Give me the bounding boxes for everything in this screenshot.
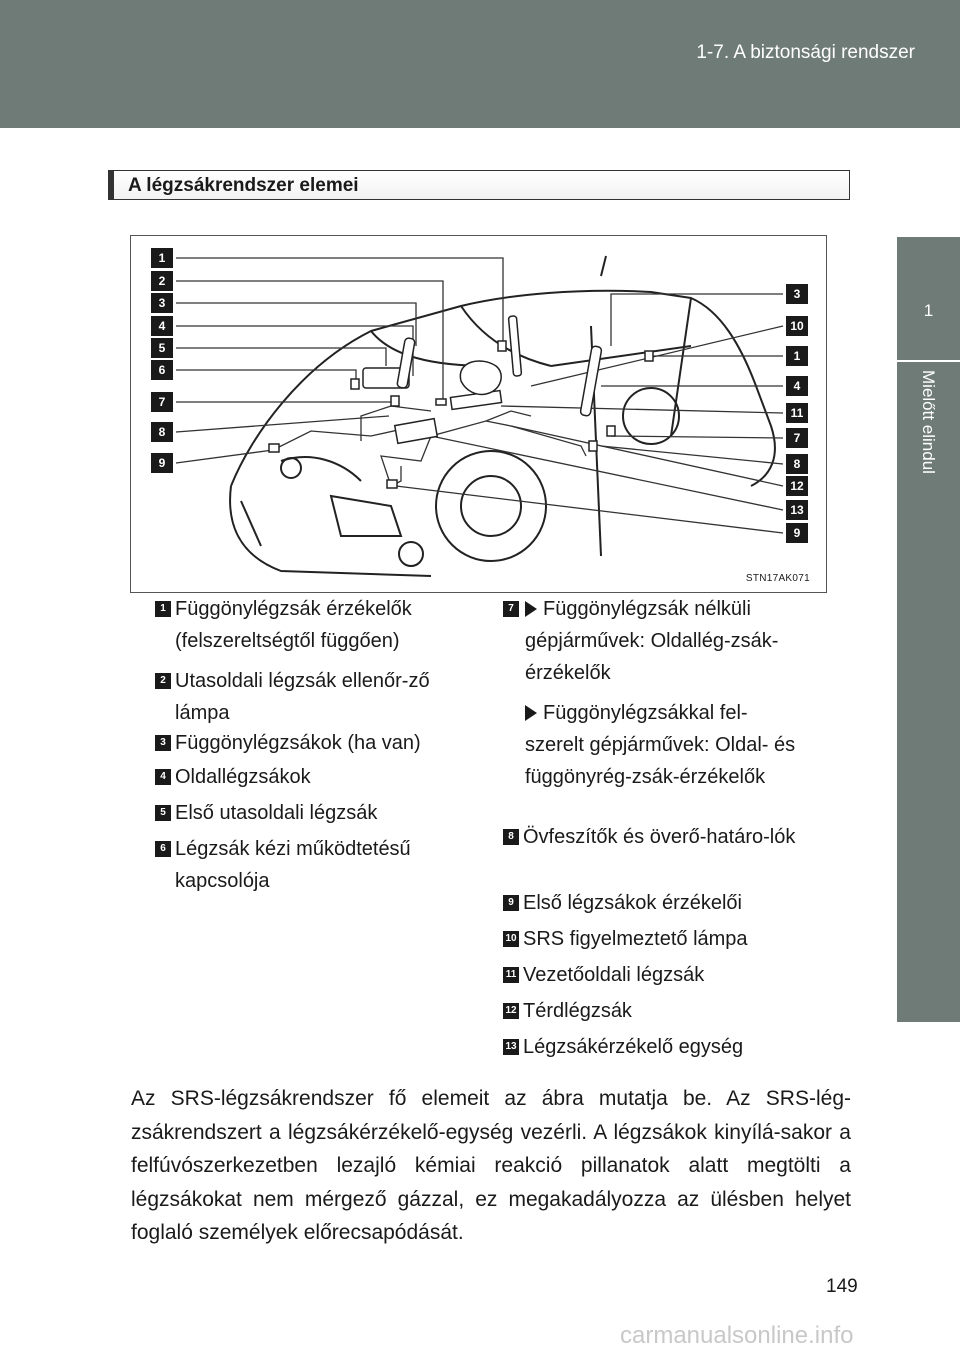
legend-badge: 9 [503, 895, 519, 911]
callout-right-13: 13 [786, 500, 808, 520]
legend-badge: 10 [503, 931, 519, 947]
arrow-right-icon [525, 705, 537, 721]
legend-item: 3 Függönylégzsákok (ha van) [155, 727, 475, 759]
legend-badge: 13 [503, 1039, 519, 1055]
chapter-tab-text: Mielőtt elindul [918, 370, 938, 474]
legend-badge: 5 [155, 805, 171, 821]
callout-right-12: 12 [786, 476, 808, 496]
legend-item: 6 Légzsák kézi működtetésű kapcsolója [155, 833, 475, 897]
legend-item: 7 Függönylégzsák nélküli gépjárművek: Ol… [503, 593, 833, 693]
legend-text-b: Függönylégzsákkal fel-szerelt gépjárműve… [525, 697, 805, 793]
callout-right-11: 11 [786, 403, 808, 423]
callout-left-6: 6 [151, 360, 173, 380]
legend-badge: 12 [503, 1003, 519, 1019]
legend-item: 2 Utasoldali légzsák ellenőr-ző lámpa [155, 665, 475, 729]
chapter-tab-label: Mielőtt elindul [893, 370, 960, 510]
legend-subitem: Függönylégzsákkal fel-szerelt gépjárműve… [503, 697, 833, 825]
legend-text-a: Függönylégzsák nélküli gépjárművek: Olda… [525, 593, 805, 689]
callout-left-3: 3 [151, 293, 173, 313]
callout-left-7: 7 [151, 392, 173, 412]
figure-code: STN17AK071 [746, 573, 810, 584]
legend-text: Függönylégzsák érzékelők (felszereltségt… [175, 593, 475, 657]
callout-left-1: 1 [151, 248, 173, 268]
legend-item: 1 Függönylégzsák érzékelők (felszereltsé… [155, 593, 475, 657]
callout-left-2: 2 [151, 271, 173, 291]
arrow-right-icon [525, 601, 537, 617]
legend-text: Térdlégzsák [523, 995, 823, 1027]
legend-text-b-content: Függönylégzsákkal fel-szerelt gépjárműve… [525, 702, 795, 788]
watermark: carmanualsonline.info [620, 1322, 853, 1350]
legend-text: Függönylégzsákok (ha van) [175, 727, 475, 759]
legend-text: Légzsák kézi működtetésű kapcsolója [175, 833, 455, 897]
legend-text: Vezetőoldali légzsák [523, 959, 823, 991]
chapter-title: 1-7. A biztonsági rendszer [696, 42, 915, 64]
legend-badge: 2 [155, 673, 171, 689]
callout-right-9: 9 [786, 523, 808, 543]
legend-item: 4 Oldallégzsákok [155, 761, 475, 793]
callout-left-9: 9 [151, 453, 173, 473]
legend-badge: 7 [503, 601, 519, 617]
car-illustration [131, 236, 826, 592]
legend-badge: 6 [155, 841, 171, 857]
body-paragraph: Az SRS-légzsákrendszer fő elemeit az ábr… [131, 1082, 851, 1250]
legend-badge: 8 [503, 829, 519, 845]
legend-badge: 11 [503, 967, 519, 983]
legend-item: 12 Térdlégzsák [503, 995, 833, 1027]
header-band [0, 0, 960, 128]
legend-item: 13 Légzsákérzékelő egység [503, 1031, 833, 1063]
legend-badge: 1 [155, 601, 171, 617]
legend-text: Övfeszítők és överő-határo-lók [523, 821, 823, 853]
legend-text-a-content: Függönylégzsák nélküli gépjárművek: Olda… [525, 598, 778, 684]
legend-text: Légzsákérzékelő egység [523, 1031, 823, 1063]
legend-item: 10 SRS figyelmeztető lámpa [503, 923, 833, 955]
legend-badge: 3 [155, 735, 171, 751]
legend-item: 11 Vezetőoldali légzsák [503, 959, 833, 991]
legend-item: 5 Első utasoldali légzsák [155, 797, 475, 829]
callout-right-3: 3 [786, 284, 808, 304]
legend-item: 9 Első légzsákok érzékelői [503, 887, 833, 919]
chapter-number: 1 [897, 301, 960, 321]
callout-left-4: 4 [151, 316, 173, 336]
legend-item: 8 Övfeszítők és överő-határo-lók [503, 821, 833, 885]
callout-right-4: 4 [786, 376, 808, 396]
callout-right-1: 1 [786, 346, 808, 366]
section-title: A légzsákrendszer elemei [128, 175, 359, 197]
callout-right-10: 10 [786, 316, 808, 336]
page-number: 149 [826, 1276, 858, 1298]
legend-badge: 4 [155, 769, 171, 785]
legend-text: Oldallégzsákok [175, 761, 475, 793]
legend-text: Utasoldali légzsák ellenőr-ző lámpa [175, 665, 455, 729]
legend-text: Első utasoldali légzsák [175, 797, 475, 829]
section-header: A légzsákrendszer elemei [108, 170, 850, 200]
callout-right-7: 7 [786, 428, 808, 448]
airbag-diagram: 1 2 3 4 5 6 7 8 9 3 10 1 4 11 7 8 12 13 … [130, 235, 827, 593]
callout-left-5: 5 [151, 338, 173, 358]
legend-left: 1 Függönylégzsák érzékelők (felszereltsé… [155, 593, 475, 893]
legend-right: 7 Függönylégzsák nélküli gépjárművek: Ol… [503, 593, 833, 1073]
chapter-tab-number: 1 [897, 237, 960, 360]
legend-text: SRS figyelmeztető lámpa [523, 923, 823, 955]
callout-right-8: 8 [786, 454, 808, 474]
legend-text: Első légzsákok érzékelői [523, 887, 823, 919]
callout-left-8: 8 [151, 422, 173, 442]
